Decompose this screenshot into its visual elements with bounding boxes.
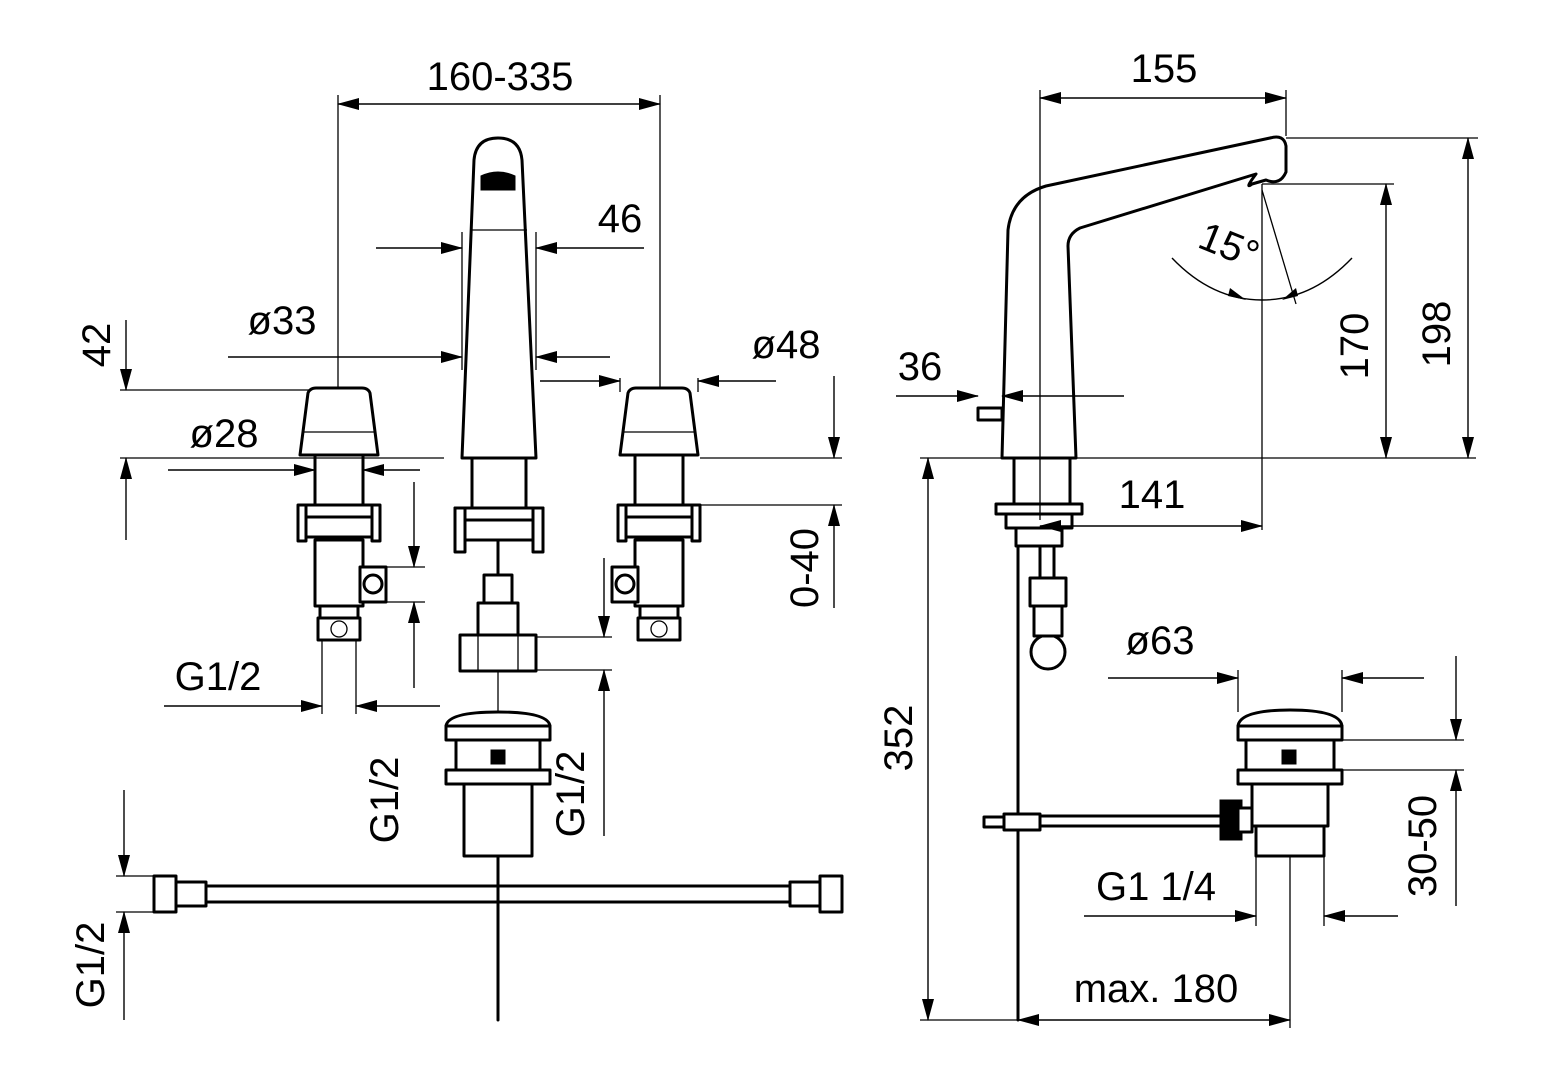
- thread-center-right-label: G1/2: [549, 751, 593, 838]
- thread-center-left-label: G1/2: [363, 757, 407, 844]
- spout-width-label: 46: [598, 197, 643, 241]
- thread-left-label: G1/2: [175, 655, 262, 699]
- depth-label: 352: [877, 705, 921, 772]
- rod-label: 36: [898, 345, 943, 389]
- waste-range-label: 30-50: [1401, 795, 1445, 897]
- left-handle: [296, 386, 388, 642]
- dimension-lines: [118, 98, 840, 1020]
- handle-dia-top-label: ø48: [752, 323, 821, 367]
- reach-label: 155: [1131, 47, 1198, 91]
- handle-dia-base-label: ø28: [190, 412, 259, 456]
- angle-label: 15°: [1193, 214, 1266, 277]
- handle-height-label: 42: [75, 323, 119, 368]
- stem-range-label: 0-40: [783, 528, 827, 608]
- side-view: 155 198 170 15° 36 141 352 ø63 30-50 G1 …: [877, 47, 1478, 1028]
- front-view: 160-335 46 ø33 ø48 ø28 42 0-40 G1/2 G1/2…: [69, 55, 844, 1022]
- width-span-label: 160-335: [427, 55, 574, 99]
- spout: [453, 136, 545, 673]
- waste-valve-front: [444, 671, 552, 1022]
- right-handle: [610, 386, 702, 642]
- spout-dia-label: ø33: [248, 299, 317, 343]
- angle-indicator: [1171, 189, 1353, 305]
- outlet-offset-label: 141: [1119, 473, 1186, 517]
- max-reach-label: max. 180: [1074, 967, 1239, 1011]
- height-outlet-label: 170: [1333, 313, 1377, 380]
- supply-hose: [152, 874, 844, 914]
- side-dimension-lines: [896, 92, 1474, 1026]
- waste-thread-label: G1 1/4: [1096, 865, 1216, 909]
- thread-hose-label: G1/2: [69, 922, 113, 1009]
- waste-dia-label: ø63: [1126, 619, 1195, 663]
- spout-side: [976, 135, 1288, 1022]
- waste-valve-side: [982, 708, 1344, 858]
- height-total-label: 198: [1415, 301, 1459, 368]
